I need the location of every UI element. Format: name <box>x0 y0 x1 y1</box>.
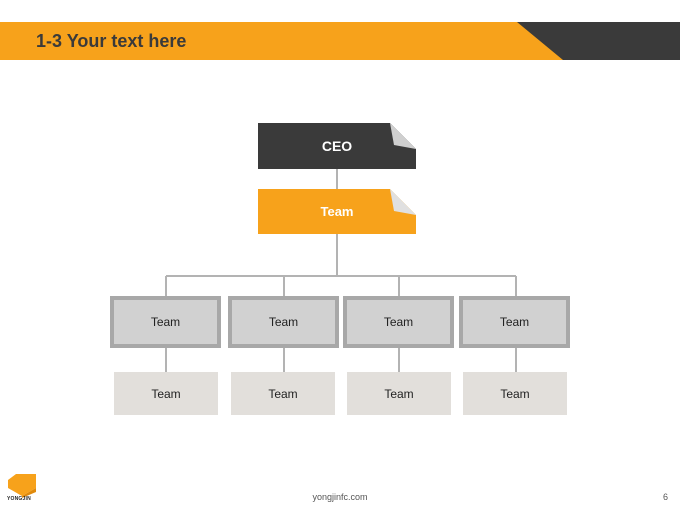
sub-team-label: Team <box>150 315 181 329</box>
sub-team-box: Team <box>343 296 454 348</box>
company-logo-icon <box>8 474 36 498</box>
main-team-label: Team <box>320 204 354 219</box>
sub-team-box: Team <box>459 296 570 348</box>
sub-team-label: Team <box>268 315 299 329</box>
sub-team-box: Team <box>110 296 221 348</box>
child-team-box: Team <box>114 372 218 415</box>
child-team-box: Team <box>347 372 451 415</box>
child-team-label: Team <box>500 386 530 401</box>
child-team-label: Team <box>268 386 298 401</box>
ceo-label: CEO <box>321 138 353 154</box>
page-fold-icon <box>390 189 416 215</box>
logo-text: YONGJIN <box>7 496 31 502</box>
ceo-box: CEO <box>258 123 416 169</box>
child-team-box: Team <box>463 372 567 415</box>
sub-team-label: Team <box>499 315 530 329</box>
sub-team-box: Team <box>228 296 339 348</box>
sub-team-label: Team <box>383 315 414 329</box>
page-title: 1-3 Your text here <box>36 31 187 51</box>
main-team-box: Team <box>258 189 416 234</box>
header-bar <box>0 22 680 60</box>
child-team-box: Team <box>231 372 335 415</box>
page-fold-icon <box>390 123 416 149</box>
child-team-label: Team <box>384 386 414 401</box>
page-number: 6 <box>662 492 668 502</box>
footer-url: yongjinfc.com <box>312 492 368 502</box>
header-bar-shape <box>0 22 680 60</box>
child-team-label: Team <box>151 386 181 401</box>
